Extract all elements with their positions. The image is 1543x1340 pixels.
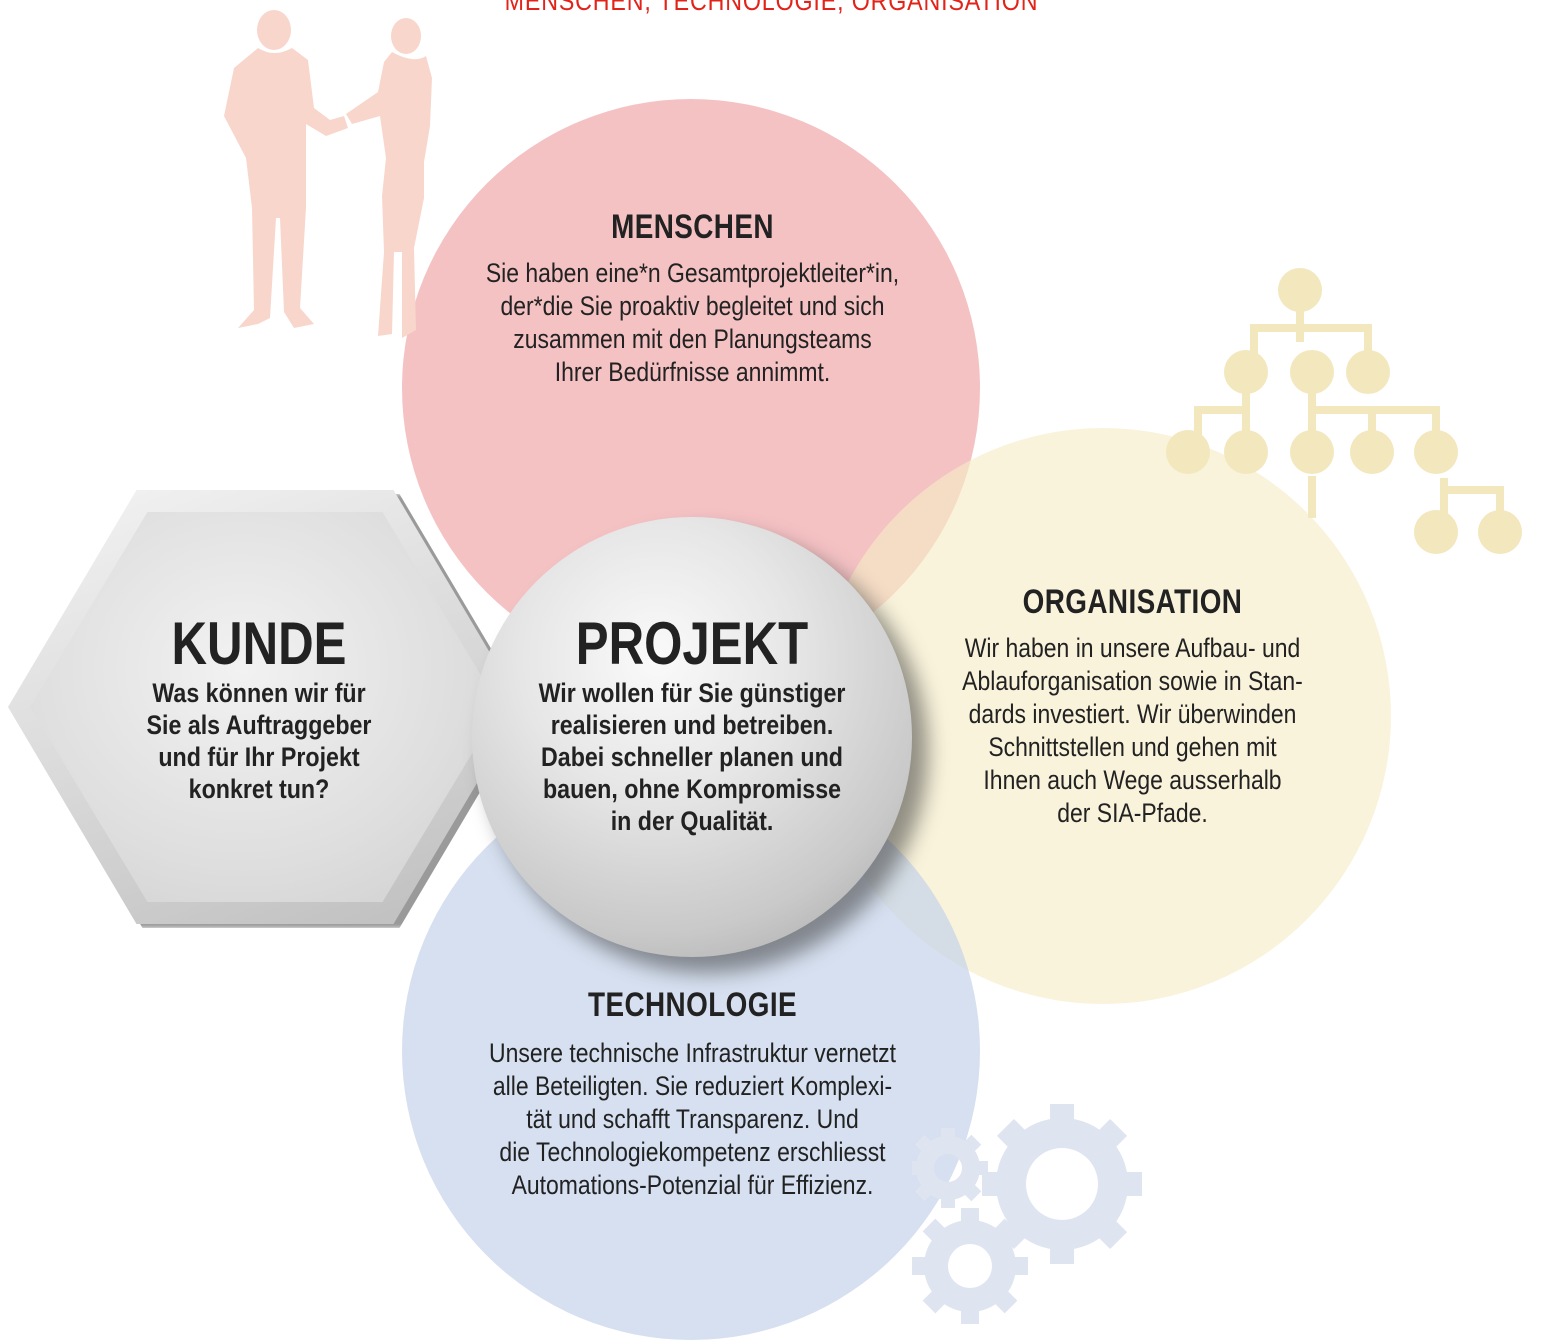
organisation-line: Schnittstellen und gehen mit: [988, 732, 1277, 762]
kunde-hexagon-face: [30, 512, 500, 902]
projekt-line: Wir wollen für Sie günstiger: [538, 678, 846, 708]
organisation-line: Ablauforganisation sowie in Stan-: [962, 666, 1303, 696]
gears-icon: [912, 1104, 1142, 1324]
org-chart-icon: [1166, 268, 1522, 554]
menschen-text-block: MENSCHEN Sie haben eine*n Gesamtprojektl…: [420, 208, 965, 389]
kunde-line: Was können wir für: [152, 678, 366, 708]
projekt-line: realisieren und betreiben.: [550, 710, 834, 740]
technologie-heading: TECHNOLOGIE: [588, 986, 797, 1024]
technologie-line: die Technologiekompetenz erschliesst: [499, 1137, 886, 1167]
handshake-people-silhouette-icon: [224, 10, 432, 338]
kunde-heading: KUNDE: [171, 610, 347, 677]
projekt-line: in der Qualität.: [610, 806, 774, 836]
technologie-line: Automations-Potenzial für Effizienz.: [511, 1170, 874, 1200]
projekt-text-block: PROJEKT Wir wollen für Sie günstiger rea…: [492, 611, 892, 837]
organisation-line: Ihnen auch Wege ausserhalb: [983, 765, 1282, 795]
menschen-line: der*die Sie proaktiv begleitet und sich: [500, 291, 885, 321]
menschen-line: Sie haben eine*n Gesamtprojektleiter*in,: [485, 258, 900, 288]
organisation-line: dards investiert. Wir überwinden: [968, 699, 1297, 729]
technologie-line: tät und schafft Transparenz. Und: [526, 1104, 859, 1134]
organisation-heading: ORGANISATION: [1022, 583, 1243, 621]
menschen-line: zusammen mit den Planungsteams: [513, 324, 872, 354]
menschen-line: Ihrer Bedürfnisse annimmt.: [554, 357, 831, 387]
technologie-text-block: TECHNOLOGIE Unsere technische Infrastruk…: [420, 986, 965, 1202]
kunde-line: und für Ihr Projekt: [158, 742, 360, 772]
technologie-line: Unsere technische Infrastruktur vernetzt: [489, 1038, 896, 1068]
organisation-line: Wir haben in unsere Aufbau- und: [964, 633, 1301, 663]
projekt-sphere: [472, 517, 912, 957]
kunde-text-block: KUNDE Was können wir für Sie als Auftrag…: [100, 611, 418, 805]
top-title: MENSCHEN, TECHNOLOGIE, ORGANISATION: [504, 0, 1039, 16]
organisation-line: der SIA-Pfade.: [1057, 798, 1208, 828]
kunde-line: konkret tun?: [188, 774, 330, 804]
kunde-line: Sie als Auftraggeber: [146, 710, 372, 740]
projekt-line: bauen, ohne Kompromisse: [542, 774, 842, 804]
projekt-line: Dabei schneller planen und: [541, 742, 843, 772]
projekt-heading: PROJEKT: [575, 610, 809, 677]
technologie-line: alle Beteiligten. Sie reduziert Komplexi…: [492, 1071, 893, 1101]
menschen-heading: MENSCHEN: [611, 208, 774, 246]
organisation-text-block: ORGANISATION Wir haben in unsere Aufbau-…: [900, 583, 1365, 830]
